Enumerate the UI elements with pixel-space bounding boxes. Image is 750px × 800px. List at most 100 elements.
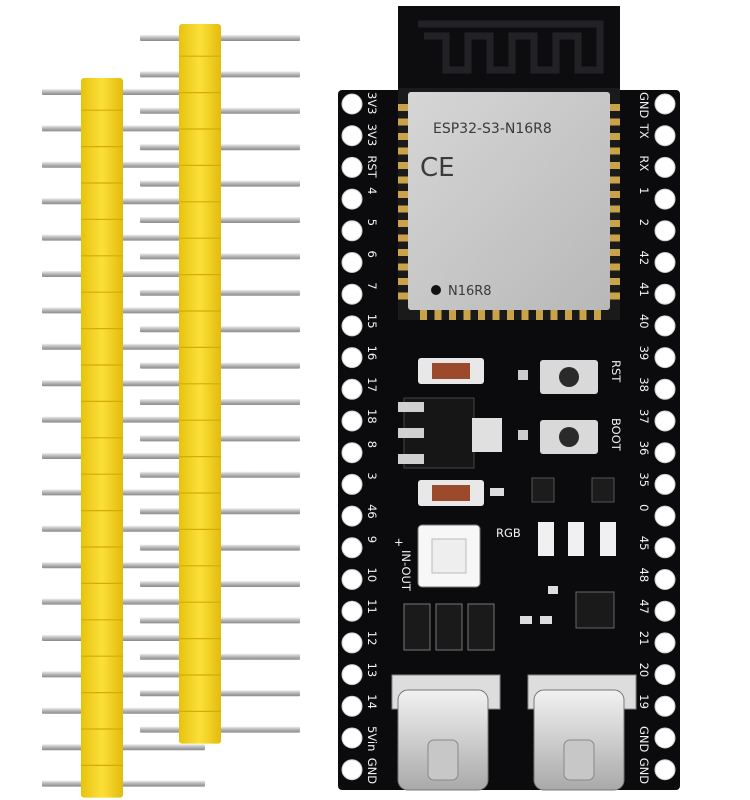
header-pin	[42, 780, 205, 787]
pad-left	[341, 505, 363, 527]
pin-label-right: 35	[637, 472, 651, 487]
pin-label-right: 40	[637, 314, 651, 329]
pin-label-right: 0	[637, 504, 651, 511]
module-mark-text: N16R8	[448, 284, 492, 299]
ce-mark: CE	[420, 153, 455, 183]
pad-right	[654, 156, 676, 178]
pad-left	[341, 664, 363, 686]
plus-mark: +	[394, 535, 404, 549]
pad-right	[654, 220, 676, 242]
antenna-trace	[418, 20, 604, 74]
boot-button-label: BOOT	[609, 418, 623, 452]
pad-right	[654, 125, 676, 147]
pin-label-left: 6	[365, 251, 379, 258]
pin-label-left: 10	[365, 568, 379, 583]
pin-label-left: 16	[365, 346, 379, 361]
pin-label-left: 3V3	[365, 124, 379, 147]
pad-left	[341, 600, 363, 622]
module-shield	[408, 92, 610, 310]
pad-left	[341, 188, 363, 210]
pin-label-left: 4	[365, 187, 379, 194]
pin-header-left	[42, 78, 205, 798]
pad-left	[341, 695, 363, 717]
pin-label-left: 5Vin	[365, 726, 379, 751]
pin-label-left: 7	[365, 282, 379, 289]
pin-label-right: 37	[637, 409, 651, 424]
pad-right	[654, 600, 676, 622]
pad-right	[654, 759, 676, 781]
smd-components	[398, 358, 616, 651]
pad-left	[341, 632, 363, 654]
pin-headers	[42, 24, 300, 798]
pin-label-right: 45	[637, 536, 651, 551]
pin-label-left: 11	[365, 599, 379, 614]
pad-left	[341, 125, 363, 147]
rst-button[interactable]	[540, 360, 598, 394]
pad-left	[341, 378, 363, 400]
pad-left	[341, 347, 363, 369]
pin-label-right: TX	[637, 123, 651, 139]
pin-label-right: 42	[637, 251, 651, 266]
pin-label-right: GND	[637, 726, 651, 753]
rst-button-label: RST	[609, 360, 623, 383]
pad-right	[654, 315, 676, 337]
pin-label-left: 18	[365, 409, 379, 424]
pin-label-right: 48	[637, 568, 651, 583]
pad-right	[654, 347, 676, 369]
pin-label-right: 19	[637, 694, 651, 709]
pin-label-left: 17	[365, 377, 379, 392]
usb-c-port-left[interactable]	[391, 674, 501, 791]
pin-label-right: RX	[637, 155, 651, 171]
pad-left	[341, 410, 363, 432]
pad-right	[654, 632, 676, 654]
pin-label-left: 12	[365, 631, 379, 646]
pad-right	[654, 473, 676, 495]
pad-left	[341, 442, 363, 464]
module-model-text: ESP32-S3-N16R8	[433, 121, 552, 137]
pin-label-left: 15	[365, 314, 379, 329]
pad-right	[654, 569, 676, 590]
pin-label-right: 2	[637, 219, 651, 226]
pin-label-left: 14	[365, 694, 379, 709]
pad-right	[654, 93, 676, 115]
pad-left	[341, 569, 363, 590]
pad-right	[654, 664, 676, 686]
pin-label-right: GND	[637, 92, 651, 119]
pad-left	[341, 220, 363, 242]
pin-label-right: 39	[637, 346, 651, 361]
usb-c-port-right[interactable]	[527, 674, 637, 791]
pad-right	[654, 410, 676, 432]
pin-label-left: 46	[365, 504, 379, 519]
pad-left	[341, 537, 363, 559]
in-out-label: IN-OUT	[399, 550, 413, 592]
pin-label-right: GND	[637, 758, 651, 785]
pad-left	[341, 759, 363, 781]
pad-right	[654, 378, 676, 400]
pad-right	[654, 283, 676, 305]
pin-label-right: 1	[637, 187, 651, 194]
pad-right	[654, 252, 676, 273]
pin-label-left: 8	[365, 441, 379, 448]
pin1-dot	[431, 285, 441, 295]
pin-header-right	[140, 24, 300, 744]
pad-right	[654, 442, 676, 464]
pad-left	[341, 727, 363, 749]
pad-right	[654, 537, 676, 559]
pin-label-left: 5	[365, 219, 379, 226]
boot-button[interactable]	[540, 420, 598, 454]
pad-left	[341, 252, 363, 273]
pad-right	[654, 505, 676, 527]
pad-right	[654, 695, 676, 717]
pad-right	[654, 727, 676, 749]
esp32-s3-devkit-board: ESP32-S3-N16R8 CE N16R8 3V33V3RST4567151…	[338, 6, 680, 791]
header-pin	[42, 744, 205, 751]
pin-label-left: 13	[365, 663, 379, 678]
pin-label-right: 47	[637, 599, 651, 614]
pin-label-left: 9	[365, 536, 379, 543]
pad-left	[341, 315, 363, 337]
pad-left	[341, 473, 363, 495]
pin-label-left: 3V3	[365, 92, 379, 115]
pad-right	[654, 188, 676, 210]
pin-label-left: GND	[365, 758, 379, 785]
